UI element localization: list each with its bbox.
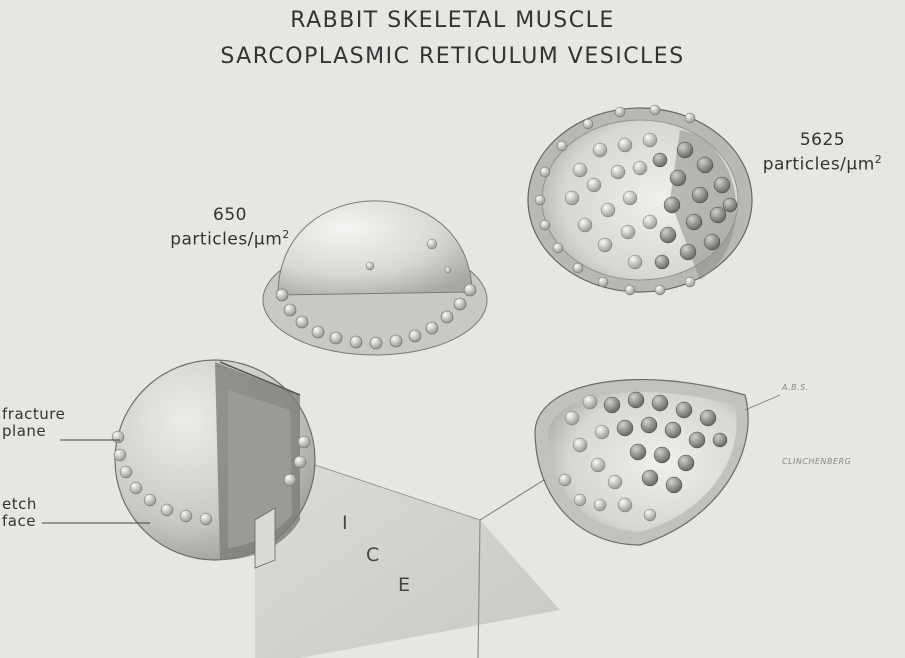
vesicle-fractured-concave [535, 380, 780, 545]
ice-letter-c: C [366, 544, 380, 566]
artist-signature: CLINCHENBERG [782, 457, 851, 466]
label-650: 650 particles/μm2 [150, 205, 310, 250]
label-650-exp: 2 [282, 228, 290, 241]
vesicle-cup [528, 105, 752, 295]
etch-face-line2: face [2, 513, 37, 530]
label-5625-exp: 2 [875, 153, 883, 166]
figure-title-line1: RABBIT SKELETAL MUSCLE [0, 8, 905, 33]
label-650-number: 650 [150, 205, 310, 225]
artist-initials: A.B.S. [782, 383, 809, 392]
label-650-unit: particles/μm [170, 230, 282, 250]
ice-letter-e: E [398, 574, 411, 596]
vesicle-fractured-sphere [112, 360, 315, 568]
etch-face-label: etch face [2, 496, 37, 530]
figure-title-line2: SARCOPLASMIC RETICULUM VESICLES [0, 44, 905, 69]
etch-face-line1: etch [2, 496, 37, 513]
fracture-plane-line2: plane [2, 423, 65, 440]
fracture-plane-line1: fracture [2, 406, 65, 423]
label-5625: 5625 particles/μm2 [745, 130, 900, 175]
ice-letter-i: I [342, 512, 348, 534]
label-5625-unit: particles/μm [763, 155, 875, 175]
label-5625-number: 5625 [745, 130, 900, 150]
fracture-plane-label: fracture plane [2, 406, 65, 440]
